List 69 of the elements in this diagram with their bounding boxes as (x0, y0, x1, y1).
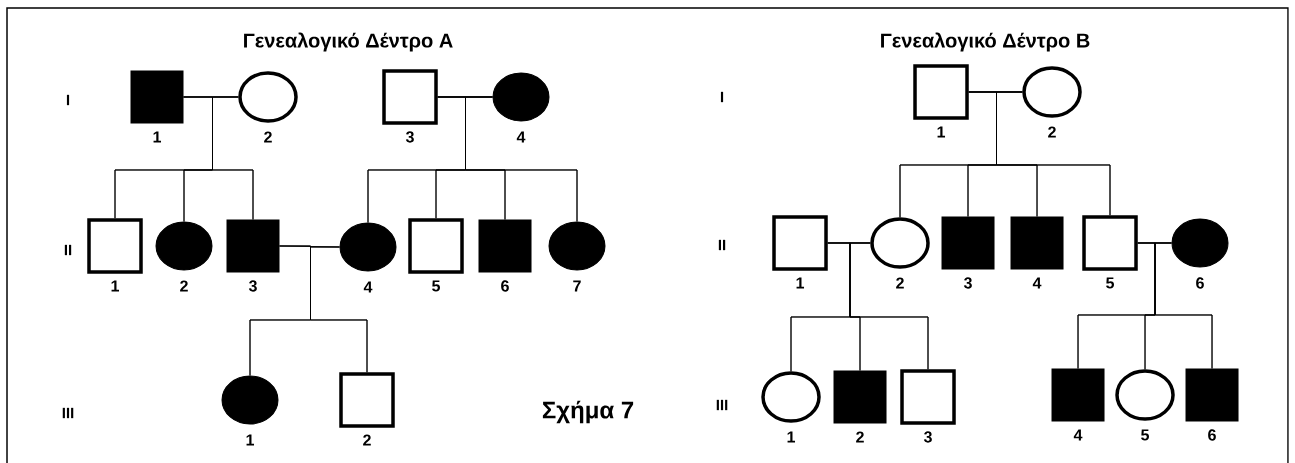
individual-number: 4 (1073, 429, 1083, 441)
individual-number: 1 (796, 277, 804, 289)
individual-number: 5 (1141, 429, 1149, 441)
circle-symbol (870, 217, 930, 269)
circle-symbol (339, 222, 397, 272)
square-symbol (1051, 368, 1105, 422)
individual-number: 4 (363, 281, 373, 293)
square-symbol (408, 218, 464, 274)
square-symbol (339, 372, 395, 428)
square-symbol (478, 219, 532, 273)
square-symbol (941, 216, 995, 270)
circle-symbol (221, 375, 279, 425)
individual-number: 2 (1048, 126, 1056, 138)
tree-title: Γενεαλογικό Δέντρο Β (881, 32, 1090, 52)
circle-symbol (548, 221, 606, 271)
descent-line (212, 96, 254, 220)
square-symbol (130, 70, 184, 124)
circle-symbol (238, 71, 298, 123)
square-symbol (1082, 215, 1138, 271)
circle-symbol (1171, 218, 1229, 268)
individual-number: 3 (923, 431, 932, 443)
square-symbol (382, 69, 438, 125)
individual-number: 1 (111, 280, 119, 292)
generation-label: I (720, 91, 724, 103)
descent-line (1154, 242, 1213, 369)
individual-number: 6 (501, 280, 509, 292)
generation-label: I (66, 94, 70, 106)
individual-number: 2 (180, 280, 188, 292)
generation-label: III (716, 399, 728, 411)
individual-number: 4 (516, 131, 526, 143)
circle-symbol (1115, 369, 1175, 421)
square-symbol (913, 64, 969, 120)
individual-number: 3 (248, 280, 257, 292)
individual-number: 2 (363, 434, 371, 446)
square-symbol (772, 215, 828, 271)
figure-caption: Σχήμα 7 (542, 400, 634, 424)
descent-line (996, 91, 1111, 216)
individual-number: 1 (787, 431, 795, 443)
circle-symbol (492, 72, 550, 122)
individual-number: 1 (246, 434, 254, 446)
generation-label: II (718, 239, 726, 251)
individual-number: 3 (963, 277, 972, 289)
tree-title: Γενεαλογικό Δέντρο Α (244, 32, 453, 52)
individual-number: 7 (573, 280, 581, 292)
circle-symbol (155, 221, 213, 271)
square-symbol (87, 218, 143, 274)
individual-number: 2 (856, 431, 864, 443)
individual-number: 1 (937, 126, 945, 138)
individual-number: 6 (1196, 277, 1204, 289)
individual-number: 6 (1208, 429, 1216, 441)
individual-number: 2 (264, 131, 272, 143)
square-symbol (900, 369, 956, 425)
square-symbol (1010, 216, 1064, 270)
descent-line (465, 96, 578, 222)
individual-number: 5 (432, 280, 440, 292)
square-symbol (226, 219, 280, 273)
individual-number: 4 (1032, 277, 1042, 289)
descent-line (849, 242, 929, 370)
generation-label: II (64, 244, 72, 256)
individual-number: 1 (153, 131, 161, 143)
square-symbol (1185, 368, 1239, 422)
generation-label: III (62, 407, 74, 419)
individual-number: 5 (1106, 277, 1114, 289)
square-symbol (833, 370, 887, 424)
circle-symbol (761, 371, 821, 423)
individual-number: 3 (405, 131, 414, 143)
descent-line (310, 246, 368, 373)
circle-symbol (1022, 66, 1082, 118)
individual-number: 2 (896, 277, 904, 289)
